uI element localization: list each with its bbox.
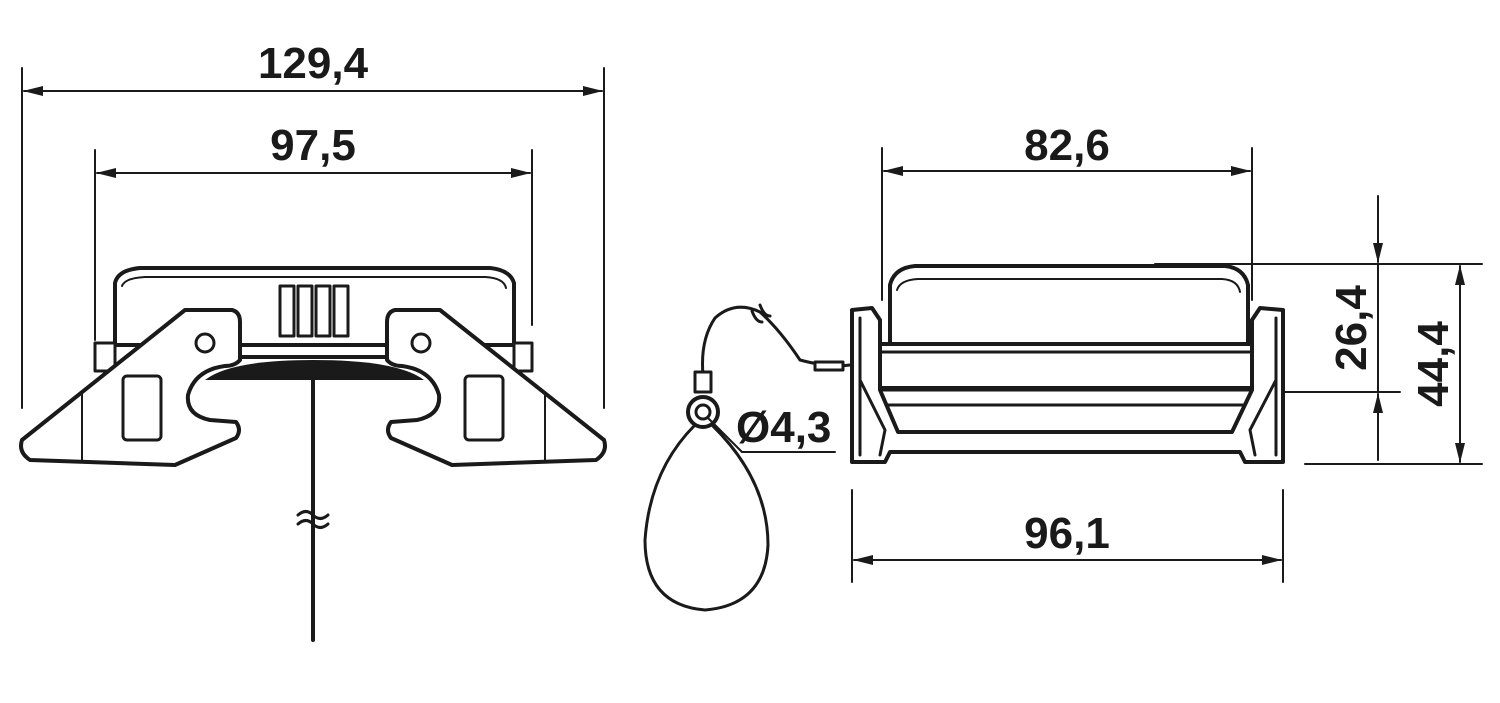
dimension-inner-width: 97,5 <box>270 121 356 170</box>
crimp-sleeve <box>813 360 845 372</box>
dimension-cable-diameter: Ø4,3 <box>736 403 831 452</box>
ring-terminal-shank <box>693 370 713 394</box>
dimension-body-height: 26,4 <box>1327 285 1376 371</box>
hood-side <box>850 264 1285 464</box>
front-view: 129,4 97,5 <box>19 39 607 642</box>
dimension-top-width: 82,6 <box>1024 121 1110 170</box>
dimension-total-height: 44,4 <box>1409 321 1458 407</box>
side-view: 82,6 96,1 26,4 44,4 <box>643 121 1483 612</box>
dimension-base-width: 96,1 <box>1024 509 1110 558</box>
lever-left <box>19 308 242 467</box>
cable-front <box>296 378 330 642</box>
lever-right <box>385 308 607 467</box>
leader-line-diameter <box>707 417 743 453</box>
dimension-overall-width: 129,4 <box>258 39 369 88</box>
cable-loop <box>643 303 852 612</box>
